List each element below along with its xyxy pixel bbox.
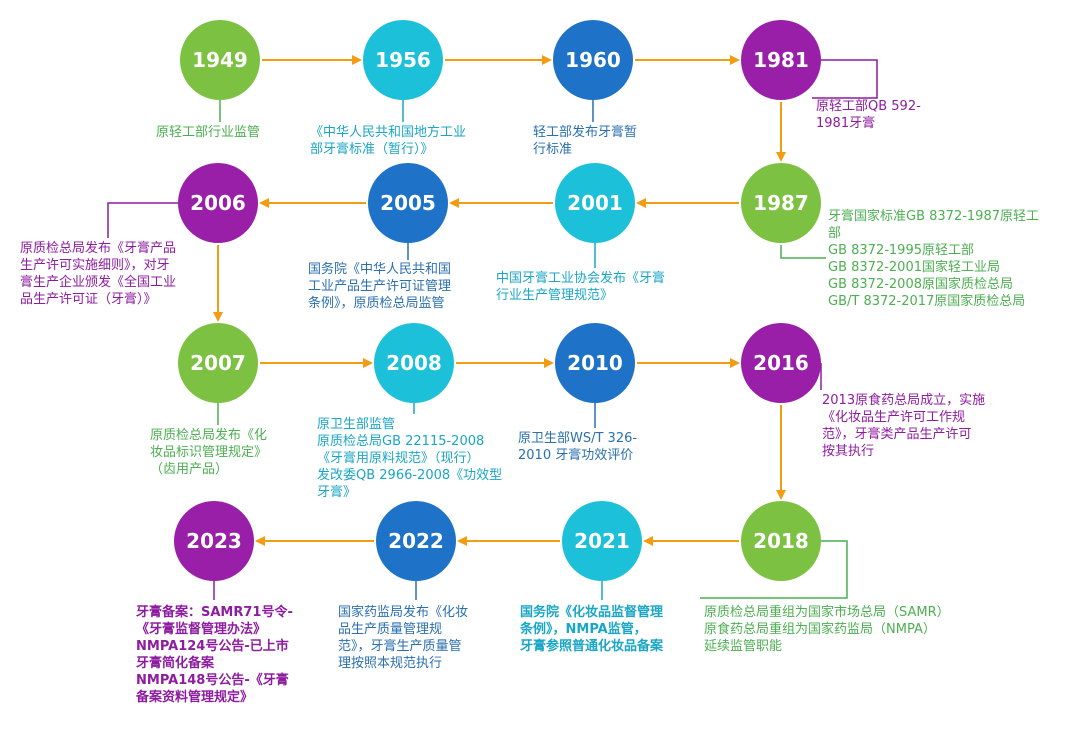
event-1956-text: 《中华人民共和国地方工业 部牙膏标准（暂行）》 [310,125,467,157]
leader-1981 [812,59,878,99]
leader-1987 [780,245,826,259]
leader-2018 [700,540,848,599]
event-2021-text: 国务院《化妆品监督管理 条例》，NMPA监管， 牙膏参照普通化妆品备案 [520,605,664,654]
year-node-2023: 2023 [174,501,254,581]
year-node-1987: 1987 [741,163,821,243]
event-1987-text: 牙膏国家标准GB 8372-1987原轻工 部 GB 8372-1995原轻工部… [828,209,1039,309]
year-node-2010: 2010 [555,323,635,403]
event-1949-text: 原轻工部行业监管 [156,125,261,140]
year-node-2022: 2022 [376,501,456,581]
leader-2006 [107,202,180,238]
year-node-2007: 2007 [178,323,258,403]
event-2010-text: 原卫生部WS/T 326- 2010 牙膏功效评价 [518,431,638,463]
event-2022-text: 国家药监局发布《化妆 品生产质量管理规 范》，牙膏生产质量管 理按照本规范执行 [338,605,469,671]
event-1981-text: 原轻工部QB 592- 1981牙膏 [816,99,921,131]
year-node-2008: 2008 [374,323,454,403]
event-2008-text: 原卫生部监管 原质检总局GB 22115-2008 《牙膏用原料规范》（现行） … [317,417,503,500]
event-2001-text: 中国牙膏工业协会发布《牙膏 行业生产管理规范》 [496,271,666,303]
year-node-2021: 2021 [562,501,642,581]
event-2016-text: 2013原食药总局成立，实施 《化妆品生产许可工作规 范》，牙膏类产品生产许可 … [822,393,986,459]
event-2018-text: 原质检总局重组为国家市场总局（SAMR） 原食药总局重组为国家药监局（NMPA）… [704,605,950,654]
event-1960-text: 轻工部发布牙膏暂 行标准 [533,125,638,157]
event-2007-text: 原质检总局发布《化 妆品标识管理规定》 （齿用产品） [150,428,268,477]
year-node-2018: 2018 [741,501,821,581]
year-node-2016: 2016 [741,323,821,403]
event-2006-text: 原质检总局发布《牙膏产品 生产许可实施细则》，对牙 膏生产企业颁发《全国工业 品… [20,241,177,307]
event-2023-text: 牙膏备案：SAMR71号令- 《牙膏监督管理办法》 NMPA124号公告-已上市… [136,605,293,705]
year-node-1981: 1981 [741,20,821,100]
year-node-1956: 1956 [363,20,443,100]
year-node-2001: 2001 [555,163,635,243]
year-node-1960: 1960 [553,20,633,100]
event-2005-text: 国务院《中华人民共和国 工业产品生产许可证管理 条例》，原质检总局监管 [308,262,452,311]
year-node-2006: 2006 [178,163,258,243]
year-node-2005: 2005 [368,163,448,243]
year-node-1949: 1949 [180,20,260,100]
